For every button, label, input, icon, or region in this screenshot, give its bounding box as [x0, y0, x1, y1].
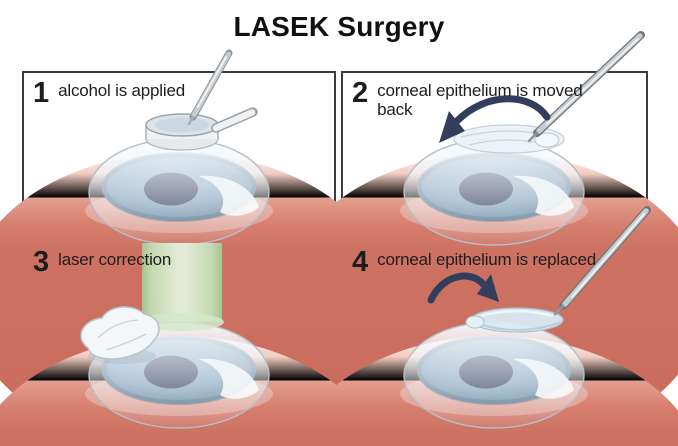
- step-label: corneal epithelium is moved back: [377, 81, 583, 120]
- well-handle: [211, 107, 258, 133]
- eye-illustration-laser-correction: [22, 243, 336, 432]
- curved-arrow-left-icon: [439, 95, 551, 143]
- panel-step-1-alcohol: 1 alcohol is applied: [22, 49, 336, 233]
- epithelium-sheet-replaced: [465, 307, 564, 333]
- panel-step-3-laser-correction: 3 laser correction: [22, 240, 336, 430]
- step-caption: 1 alcohol is applied: [33, 76, 185, 108]
- surgical-spatula-icon: [553, 206, 651, 316]
- alcohol-dropper-icon: [187, 49, 233, 126]
- page-title: LASEK Surgery: [233, 11, 445, 42]
- step-number: 2: [352, 77, 369, 109]
- step-caption: 4 corneal epithelium is replaced: [352, 245, 596, 277]
- step-label: laser correction: [58, 250, 172, 269]
- step-label: corneal epithelium is replaced: [377, 250, 597, 269]
- step-label: alcohol is applied: [58, 81, 185, 100]
- epithelium-flap: [80, 306, 160, 364]
- panel-step-4-epithelium-replaced: 4 corneal epithelium is replaced: [341, 206, 648, 430]
- eye-illustration-epithelium-moved: [341, 31, 648, 235]
- panel-step-2-epithelium-moved-back: 2 corneal epithelium is moved back: [341, 31, 648, 233]
- step-number: 4: [352, 246, 369, 278]
- step-number: 3: [33, 246, 50, 278]
- surgical-spatula-icon: [527, 31, 645, 143]
- step-caption: 2 corneal epithelium is moved back: [352, 76, 617, 120]
- eye-illustration-alcohol-applied: [22, 49, 336, 235]
- step-caption: 3 laser correction: [33, 245, 171, 277]
- laser-beam: [140, 243, 224, 331]
- eye-illustration-epithelium-replaced: [341, 206, 651, 432]
- epithelium-sheet: [453, 124, 565, 154]
- curved-arrow-right-icon: [427, 272, 499, 304]
- step-number: 1: [33, 77, 50, 109]
- alcohol-well: [145, 113, 219, 151]
